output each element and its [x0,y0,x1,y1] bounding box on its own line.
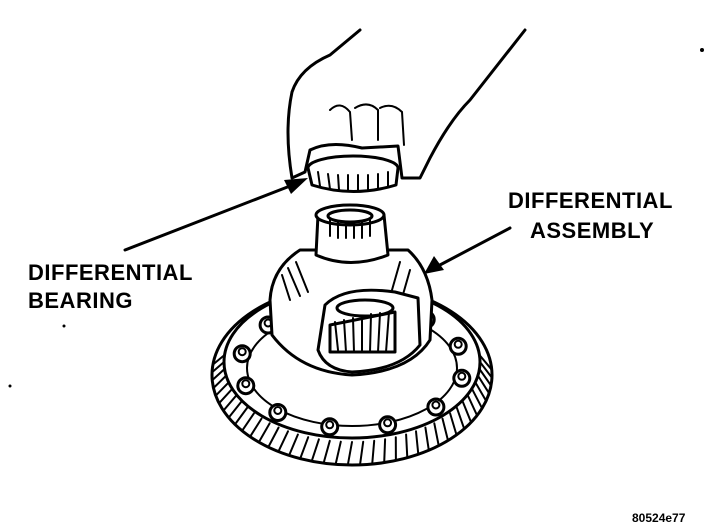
gear-tooth [467,394,479,417]
gear-tooth [474,381,488,402]
gear-tooth [277,430,289,453]
gear-tooth [371,439,376,466]
gear-tooth [359,440,365,466]
bearing-label-line-1: DIFFERENTIAL [28,260,193,285]
differential-bearing [306,154,400,193]
ring-gear-teeth [211,354,493,466]
gear-tooth [477,374,491,395]
gear-tooth [405,433,409,459]
gear-tooth [310,438,320,463]
ring-gear-bolt-head [431,400,441,410]
hand-outline [286,28,527,180]
gear-tooth [478,354,493,371]
gear-tooth [267,426,280,449]
gear-tooth [383,438,387,464]
bearing-leader-arrow [123,178,308,252]
ring-gear-bolt-head [457,371,467,381]
ring-gear-bolt-head [383,418,393,428]
ring-gear-bolt-head [325,420,335,430]
gear-tooth [212,374,227,389]
gear-tooth [234,406,249,426]
assembly-leader-arrow [424,226,512,274]
gear-tooth [346,441,353,466]
gear-tooth [214,381,230,397]
gear-tooth [241,412,255,432]
ring-gear-bolt-head [453,339,463,349]
gear-tooth [222,394,237,412]
gear-tooth [227,401,243,419]
ring-gear-bolt-head [241,379,251,389]
gear-tooth [322,439,331,465]
figure-code: 80524e77 [632,511,686,525]
case-bore [326,208,374,224]
gear-tooth [218,388,233,405]
gear-tooth [455,406,466,430]
ring-gear-bolt-head [273,406,283,415]
gear-tooth [449,412,458,436]
gear-tooth [441,417,449,442]
gear-tooth [212,354,226,366]
assembly-label-line-2: ASSEMBLY [530,218,654,243]
ring-gear-bolt-head [237,347,247,357]
gear-tooth [334,440,342,466]
assembly-label-line-1: DIFFERENTIAL [508,188,673,213]
gear-tooth [211,368,226,382]
gear-tooth [299,436,310,460]
gear-tooth [471,388,484,410]
gear-tooth [257,422,271,444]
differential-case [268,203,434,377]
gear-tooth [424,426,430,452]
pinion-gears [328,298,397,354]
gear-tooth [211,361,225,374]
gear-tooth [415,430,420,456]
case-window [316,288,422,374]
gear-tooth [249,417,263,438]
gear-tooth [479,361,493,379]
gear-tooth [288,433,299,457]
gear-tooth [478,368,492,387]
scan-specks [8,48,704,388]
hand [286,28,527,180]
case-shading [281,261,411,301]
gear-tooth [461,401,473,424]
bearing-label-line-2: BEARING [28,288,133,313]
gear-tooth [433,422,440,447]
